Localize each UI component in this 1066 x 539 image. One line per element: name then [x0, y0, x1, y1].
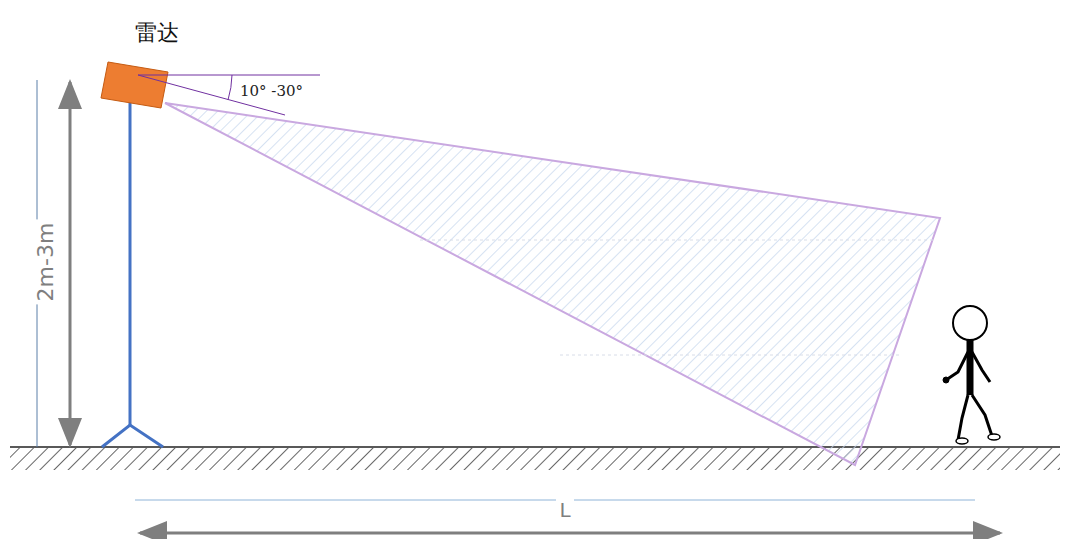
ground-line — [10, 446, 1060, 448]
ground-hatch — [10, 448, 1060, 470]
radar-beam — [165, 103, 940, 465]
person — [943, 306, 1000, 444]
l-arrow — [140, 532, 1000, 535]
tripod — [102, 425, 163, 447]
radar-unit — [101, 62, 168, 108]
angle-label: 10° -30° — [240, 84, 303, 99]
length-label: L — [556, 499, 573, 521]
horizontal-ref — [138, 75, 320, 76]
height-label: 2m-3m — [34, 220, 58, 305]
component-label: 雷达 — [135, 22, 179, 44]
height-arrow — [69, 82, 72, 445]
angle-arc — [228, 75, 232, 100]
l-line — [135, 500, 975, 501]
pole — [129, 100, 132, 425]
